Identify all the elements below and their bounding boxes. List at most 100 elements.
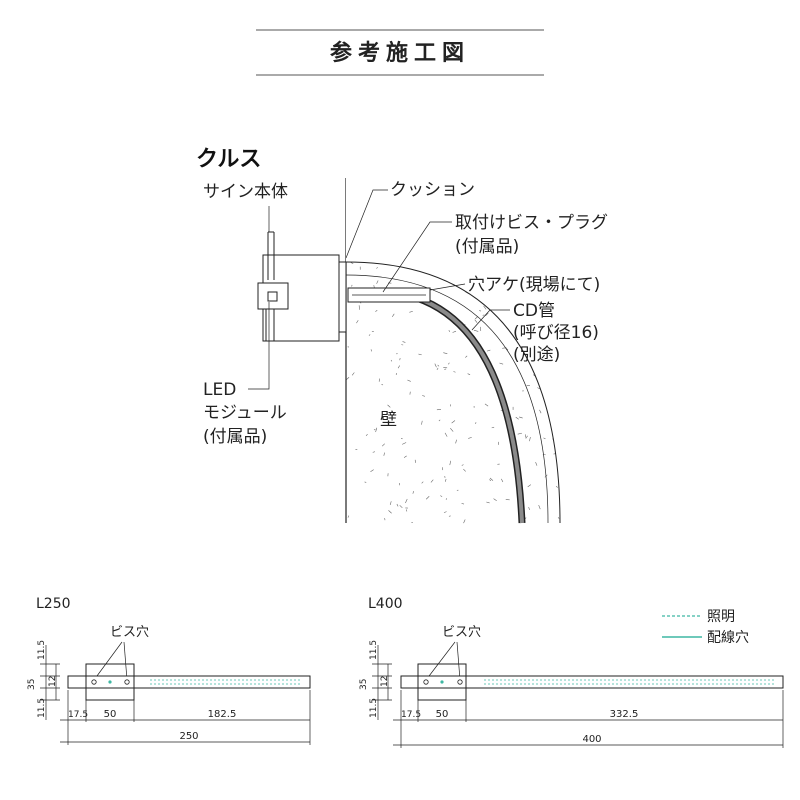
wall-speckle [370,349,372,352]
screw-hole [457,679,463,685]
wall-speckle [425,496,430,500]
leader-cd-pipe [471,309,510,331]
wall-speckle [479,326,482,331]
wall-speckle [485,312,489,316]
label-cd-pipe: CD管 [513,301,555,321]
wall-speckle [347,515,350,518]
wall-speckle [381,443,385,447]
wall-speckle [445,478,447,482]
wall-speckle [515,416,519,420]
wall-speckle [440,495,443,497]
dim-mid: 12 [48,676,58,687]
wall-speckle [373,429,376,431]
dim-left-offset: 17.5 [68,710,88,720]
mount-bracket [85,663,135,701]
cushion [338,261,347,333]
mount-bracket [417,663,467,701]
wall-speckle [444,432,448,437]
screw-hole [124,679,130,685]
leader-led [248,302,270,390]
wall-speckle [557,517,560,519]
wall-speckle [465,355,468,358]
wall-speckle [389,501,392,506]
dim-bracket: 50 [104,709,117,720]
dim-height: 35 [359,679,369,690]
wall-speckle [527,484,532,488]
wall-speckle [430,479,434,483]
wall-speckle [436,409,442,411]
wall-speckle [445,498,448,500]
plan-l250: L250 ビス穴 11.5 35 12 11.5 17.5 50 182.5 2… [27,596,311,745]
wall-speckle [443,352,448,355]
leader-cushion [345,189,388,259]
wall-speckle [405,498,408,504]
wall-speckle [434,363,437,368]
wall-speckle [402,341,406,343]
dim-height: 35 [27,679,37,690]
wall-speckle [468,437,472,439]
wall-speckle [555,486,558,488]
wall-speckle [407,379,411,382]
wall-speckle [391,313,395,318]
wall-speckle [529,437,531,442]
led-chip [267,291,278,302]
sign-plate [400,675,784,689]
wall-speckle [351,372,355,376]
wall-speckle [346,377,350,380]
wall-speckle [421,420,423,425]
label-cd-pipe-note: (別途) [513,345,560,365]
wall-speckle [350,262,354,264]
wall-speckle [399,505,403,509]
label-cushion: クッション [390,180,475,200]
dim-top: 11.5 [37,640,47,660]
wall-speckle [448,329,450,333]
wall-speckle [375,427,378,433]
wall-speckle [375,310,378,312]
wall-speckle [409,310,413,313]
wall-speckle [437,364,440,367]
wall-speckle [388,510,392,514]
wall-speckle [528,507,530,511]
wall-speckle [383,452,385,456]
wall-speckle [452,330,457,333]
wall-speckle [543,437,546,440]
wall-speckle [499,362,504,365]
wall-speckle [473,329,479,332]
label-led-module: モジュール [203,403,287,423]
section-detail: クルス サイン本体 クッション 取付けビス・プラグ (付属品) 穴アケ(現場にて… [196,147,608,524]
wiring-hole [108,680,112,684]
legend: 照明 配線穴 [662,609,749,646]
wall-speckle [501,478,504,483]
wall-speckle [365,434,368,436]
wall-speckle [461,503,465,505]
wall-speckle [376,280,379,284]
dim-top: 11.5 [369,640,379,660]
wall-speckle [356,320,359,324]
wall-speckle [436,367,439,371]
wall-speckle [370,469,374,473]
label-wall: 壁 [380,410,397,430]
wall-speckle [422,395,425,397]
wall-speckle [474,316,478,320]
wall-speckle [463,468,466,472]
dim-bottom: 11.5 [37,698,47,718]
wall-speckle [418,353,422,356]
dim-left-offset: 17.5 [401,710,421,720]
wall-speckle [444,368,447,370]
label-led: LED [203,380,236,400]
wall-speckle [486,349,491,352]
wall-speckle [483,305,487,310]
wall-speckle [397,365,400,369]
legend-wiring-label: 配線穴 [707,630,749,646]
wall-speckle [403,455,407,458]
wall-speckle [395,373,398,375]
cd-pipe-outline [389,288,526,524]
wall-speckle [396,503,399,507]
wall-speckle [533,374,535,377]
plan-model: L400 [368,596,403,612]
screw-hole [91,679,97,685]
wall-speckle [351,284,353,287]
wall-speckle [421,481,424,484]
screw-hole-label: ビス穴 [110,625,149,640]
wall-inner-edge [345,274,549,524]
